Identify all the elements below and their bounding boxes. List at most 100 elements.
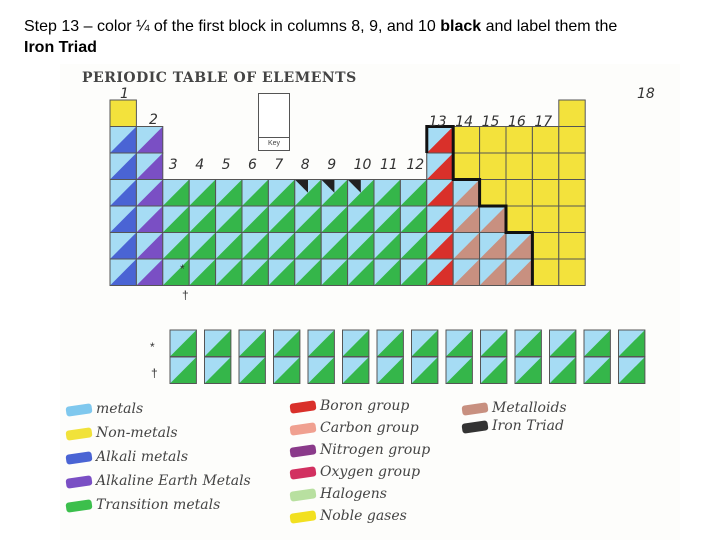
instruction-bold-black: black — [440, 18, 482, 35]
element-cell — [109, 258, 137, 286]
element-cell — [135, 179, 164, 207]
element-cell — [505, 205, 533, 233]
element-cell — [188, 205, 217, 233]
legend-label: Halogens — [320, 486, 387, 502]
element-cell — [109, 179, 137, 207]
element-cell — [241, 179, 269, 207]
key-label: Key — [259, 137, 289, 147]
element-cell — [347, 232, 375, 260]
f-block-cell — [376, 356, 404, 384]
f-block-cell — [342, 329, 370, 357]
f-block-cell — [480, 356, 508, 384]
f-block-cell — [273, 329, 301, 357]
f-block-cell — [445, 329, 473, 357]
legend-label: Non-metals — [96, 425, 178, 441]
element-cell — [109, 152, 137, 180]
element-cell — [320, 232, 349, 260]
element-cell — [215, 179, 243, 207]
group-number: 2 — [149, 112, 158, 128]
f-block-cell — [514, 329, 542, 357]
element-cell — [241, 205, 269, 233]
element-cell — [267, 232, 296, 260]
group-number: 3 — [168, 157, 178, 173]
element-cell — [479, 152, 507, 180]
element-cell — [162, 205, 190, 233]
element-cell — [452, 258, 481, 286]
element-cell — [452, 126, 481, 154]
instruction-bold-iron-triad: Iron Triad — [24, 39, 97, 56]
element-cell — [452, 179, 481, 207]
group-number: 4 — [195, 157, 205, 173]
element-cell — [109, 205, 137, 233]
metalloid-staircase — [425, 125, 534, 286]
element-cell — [294, 258, 322, 286]
f-block-cell — [307, 356, 335, 384]
group-number: 5 — [221, 157, 231, 173]
element-cell — [188, 232, 217, 260]
f-block-cell — [238, 329, 266, 357]
element-cell — [452, 232, 481, 260]
element-cell — [558, 99, 586, 127]
f-block-cell — [204, 329, 232, 357]
element-cell — [373, 179, 401, 207]
element-cell — [347, 258, 375, 286]
element-cell — [135, 126, 164, 154]
element-cell — [426, 126, 454, 154]
f-block-cell — [618, 356, 646, 384]
element-cell — [267, 179, 296, 207]
iron-triad-cell — [347, 179, 375, 207]
element-cell — [531, 232, 560, 260]
f-block-cell — [204, 356, 232, 384]
element-cell — [558, 258, 586, 286]
f-block-cell — [583, 356, 611, 384]
iron-triad-cell — [320, 179, 349, 207]
element-cell — [373, 258, 401, 286]
f-block-cell — [169, 356, 197, 384]
element-cell — [399, 179, 428, 207]
element-cell — [479, 232, 507, 260]
element-cell — [452, 205, 481, 233]
element-cell — [399, 258, 428, 286]
element-cell — [135, 258, 164, 286]
f-block-cell — [583, 329, 611, 357]
element-cell — [109, 99, 137, 127]
element-cell — [294, 205, 322, 233]
group-number: 9 — [327, 157, 337, 173]
element-cell — [479, 126, 507, 154]
element-cell — [373, 232, 401, 260]
group-number: 13 — [428, 114, 447, 130]
element-cell — [320, 205, 349, 233]
group-number: 1 — [120, 86, 129, 102]
legend-label: Oxygen group — [320, 464, 421, 480]
element-cell — [162, 258, 190, 286]
f-block-cell — [618, 329, 646, 357]
element-cell — [531, 152, 560, 180]
element-cell — [215, 205, 243, 233]
group-number: 11 — [380, 157, 398, 173]
iron-triad-cell — [294, 179, 322, 207]
element-cell — [135, 205, 164, 233]
element-cell — [135, 152, 164, 180]
element-cell — [241, 258, 269, 286]
group-number: 16 — [508, 114, 526, 130]
element-cell — [531, 205, 560, 233]
element-cell — [215, 258, 243, 286]
legend-label: Boron group — [320, 398, 410, 414]
element-cell — [373, 205, 401, 233]
element-cell — [320, 258, 349, 286]
f-block-cell — [549, 329, 577, 357]
element-cell — [426, 179, 454, 207]
legend-label: Alkaline Earth Metals — [96, 473, 251, 489]
element-cell — [109, 232, 137, 260]
element-cell — [479, 205, 507, 233]
element-cell — [452, 152, 481, 180]
element-cell — [267, 258, 296, 286]
legend-label: Metalloids — [492, 400, 567, 416]
legend-label: Transition metals — [96, 497, 221, 513]
element-cell — [135, 232, 164, 260]
legend-label: metals — [96, 401, 144, 417]
element-cell — [531, 179, 560, 207]
group-number: 12 — [406, 157, 425, 173]
element-cell — [399, 205, 428, 233]
